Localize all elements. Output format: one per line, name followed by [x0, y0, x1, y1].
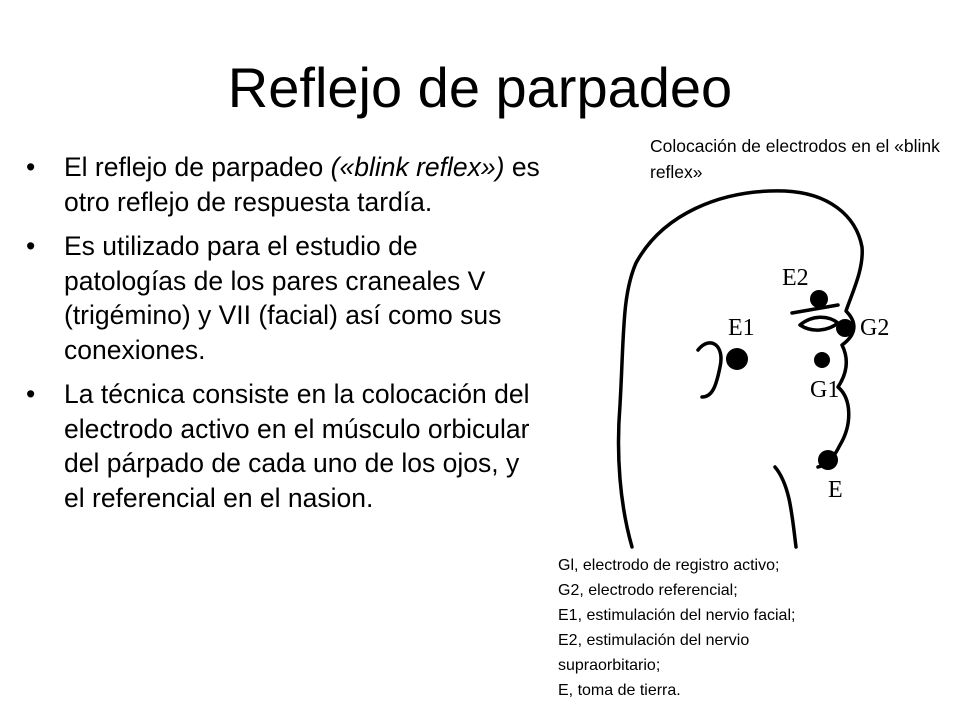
bullet-list: • El reflejo de parpadeo («blink reflex»)… [26, 150, 546, 525]
neck-outline [773, 465, 798, 549]
legend-line: G2, electrodo referencial; [558, 582, 738, 599]
bullet-marker: • [26, 379, 36, 409]
bullet-text: es otro reflejo de respuesta tardía. [64, 152, 540, 217]
label-g1: G1 [810, 377, 839, 403]
legend-line: Gl, electrodo de registro activo; [558, 557, 780, 574]
slide-title: Reflejo de parpadeo [227, 56, 733, 119]
legend-line: E, toma de tierra. [558, 682, 681, 699]
bullet-item: • La técnica consiste en la colocación de… [26, 377, 546, 515]
electrode-e2-dot [810, 290, 828, 308]
legend-line: E2, estimulación del nervio [558, 632, 750, 649]
figure-caption: Colocación de electrodos en el «blink re… [650, 136, 940, 182]
bullet-text: («blink reflex») [330, 152, 505, 182]
label-e2: E2 [782, 265, 809, 291]
figure-legend: Gl, electrodo de registro activo; G2, ele… [558, 553, 948, 703]
head-electrode-diagram: E2 E1 G2 G1 E [616, 189, 889, 549]
electrode-g1-dot [814, 352, 830, 368]
legend-line: E1, estimulación del nervio facial; [558, 607, 796, 624]
bullet-text: Es utilizado para el estudio de patologí… [64, 231, 502, 365]
bullet-marker: • [26, 231, 36, 261]
bullet-text: La técnica consiste en la colocación del… [64, 379, 530, 513]
eye-shape [798, 315, 840, 332]
label-g2: G2 [860, 315, 889, 341]
electrode-g2-dot [836, 319, 854, 337]
label-e1: E1 [728, 315, 755, 341]
bullet-item: • El reflejo de parpadeo («blink reflex»)… [26, 150, 546, 219]
bullet-text: El reflejo de parpadeo [64, 152, 331, 182]
head-outline [616, 189, 864, 549]
electrode-e1-dot [726, 348, 748, 370]
bullet-marker: • [26, 152, 36, 182]
electrode-e-dot [818, 450, 838, 470]
label-e: E [828, 477, 843, 503]
legend-line: supraorbitario; [558, 657, 661, 674]
eyebrow-shape [790, 303, 840, 315]
bullet-item: • Es utilizado para el estudio de patolog… [26, 229, 546, 367]
ear-outline [696, 341, 723, 399]
